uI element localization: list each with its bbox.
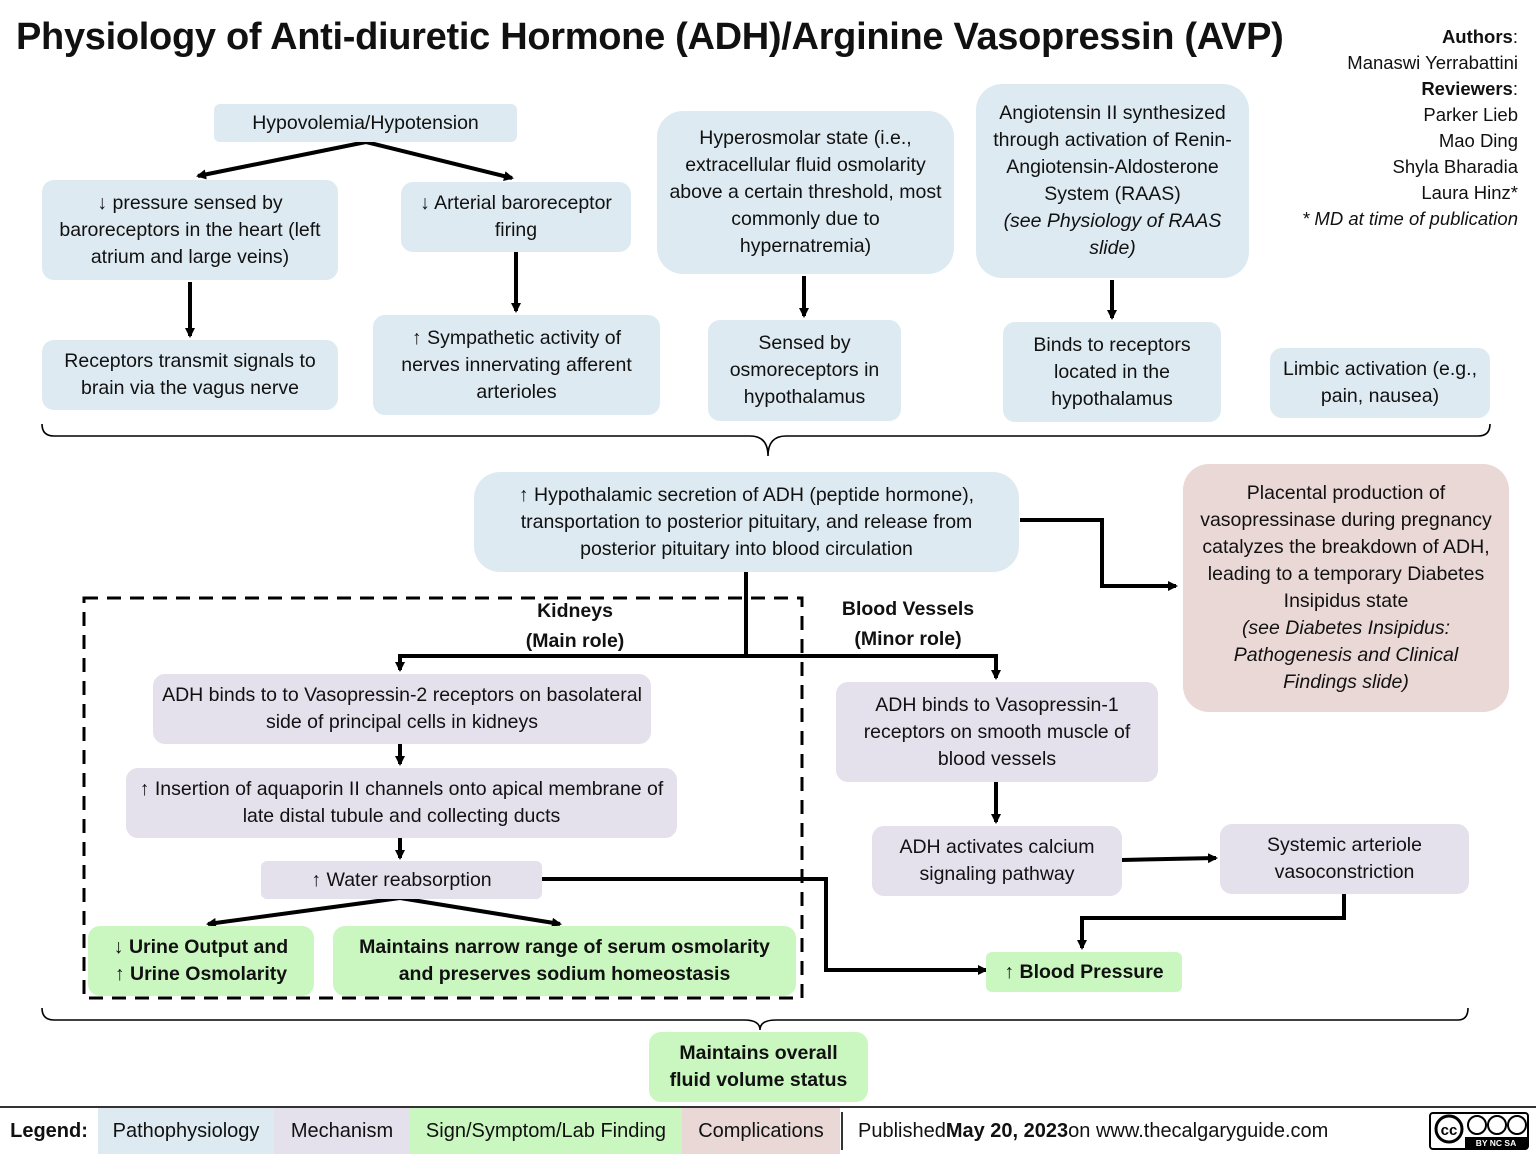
published-site: on www.thecalgaryguide.com <box>1068 1119 1329 1142</box>
credits-block: Authors: Manaswi Yerrabattini Reviewers:… <box>1302 24 1518 232</box>
angiotensin-reference: (see Physiology of RAAS slide) <box>1003 210 1222 259</box>
node-osmoreceptors: Sensed by osmoreceptors in hypothalamus <box>708 320 901 421</box>
placental-text: Placental production of vasopressinase d… <box>1200 482 1492 612</box>
legend-bar: Legend: Pathophysiology Mechanism Sign/S… <box>0 1106 1536 1154</box>
license-text: BY NC SA <box>1476 1138 1516 1148</box>
cc-license-icon: cc BY NC SA <box>1429 1112 1529 1150</box>
placental-reference: (see Diabetes Insipidus: Pathogenesis an… <box>1233 617 1459 693</box>
reviewer-name: Parker Lieb <box>1423 104 1518 125</box>
published-prefix: Published <box>858 1119 946 1142</box>
published-date: May 20, 2023 <box>945 1119 1069 1142</box>
node-vagus-nerve: Receptors transmit signals to brain via … <box>42 340 338 410</box>
legend-pathophysiology: Pathophysiology <box>98 1108 274 1154</box>
reviewers-label: Reviewers <box>1421 78 1513 99</box>
kidneys-label: Kidneys (Main role) <box>525 600 625 652</box>
authors-label: Authors <box>1441 26 1513 47</box>
node-hypovolemia: Hypovolemia/Hypotension <box>214 104 517 142</box>
node-baroreceptors-heart: ↓ pressure sensed by baroreceptors in th… <box>42 180 338 280</box>
legend-divider <box>841 1112 843 1150</box>
node-limbic-activation: Limbic activation (e.g., pain, nausea) <box>1270 348 1490 418</box>
reviewer-name: Shyla Bharadia <box>1392 156 1518 177</box>
node-fluid-volume-status: Maintains overall fluid volume status <box>649 1032 868 1102</box>
reviewer-name: Laura Hinz* <box>1421 182 1518 203</box>
legend-sign-symptom: Sign/Symptom/Lab Finding <box>410 1108 682 1154</box>
legend-complications: Complications <box>682 1108 840 1154</box>
author-name: Manaswi Yerrabattini <box>1347 52 1518 73</box>
node-vasoconstriction: Systemic arteriole vasoconstriction <box>1220 824 1469 894</box>
node-arterial-baroreceptor-firing: ↓ Arterial baroreceptor firing <box>401 182 631 252</box>
node-aquaporin-insertion: ↑ Insertion of aquaporin II channels ont… <box>126 768 677 838</box>
node-sympathetic-activity: ↑ Sympathetic activity of nerves innerva… <box>373 315 660 415</box>
svg-text:cc: cc <box>1441 1122 1458 1139</box>
angiotensin-text: Angiotensin II synthesized through activ… <box>993 102 1232 205</box>
node-v2-receptors: ADH binds to to Vasopressin-2 receptors … <box>153 674 651 744</box>
blood-vessels-label: Blood Vessels (Minor role) <box>841 598 975 650</box>
node-binds-hypothalamus: Binds to receptors located in the hypoth… <box>1003 322 1221 422</box>
legend-mechanism: Mechanism <box>274 1108 410 1154</box>
legend-label: Legend: <box>10 1119 88 1142</box>
node-v1-receptors: ADH binds to Vasopressin-1 receptors on … <box>836 682 1158 782</box>
reviewer-name: Mao Ding <box>1438 130 1518 151</box>
publication-info: Published May 20, 2023 on www.thecalgary… <box>858 1108 1398 1154</box>
credits-footnote: * MD at time of publication <box>1302 208 1518 229</box>
node-angiotensin-ii: Angiotensin II synthesized through activ… <box>976 84 1249 278</box>
node-urine-output: ↓ Urine Output and ↑ Urine Osmolarity <box>88 926 314 996</box>
node-adh-secretion: ↑ Hypothalamic secretion of ADH (peptide… <box>474 472 1019 572</box>
node-water-reabsorption: ↑ Water reabsorption <box>261 861 542 899</box>
node-serum-osmolarity: Maintains narrow range of serum osmolari… <box>333 926 796 996</box>
node-blood-pressure: ↑ Blood Pressure <box>986 952 1182 992</box>
node-placental-vasopressinase: Placental production of vasopressinase d… <box>1183 464 1509 712</box>
cc-license-badge: cc BY NC SA <box>1428 1108 1530 1154</box>
page-title: Physiology of Anti-diuretic Hormone (ADH… <box>16 16 1284 58</box>
node-calcium-signaling: ADH activates calcium signaling pathway <box>872 826 1122 896</box>
node-hyperosmolar-state: Hyperosmolar state (i.e., extracellular … <box>657 111 954 274</box>
